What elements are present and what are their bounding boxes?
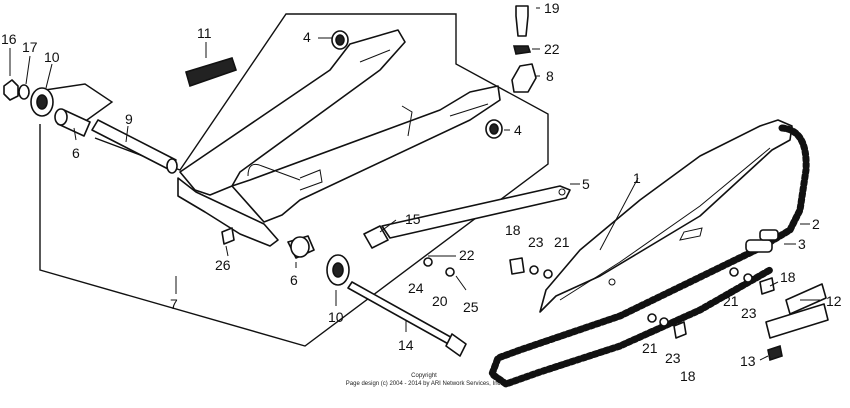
washer-17 [18,84,30,100]
torque-link-5 [381,185,571,239]
swingarm [177,29,501,247]
callout-23-right: 23 [741,305,757,321]
bolt-18-right [759,277,775,295]
callout-1: 1 [633,170,641,186]
callout-9: 9 [125,111,133,127]
callout-2: 2 [812,216,820,232]
bolt-18-mid [509,257,525,275]
callout-21-mid: 21 [554,234,570,250]
bolt-19 [515,5,529,37]
decal-12 [785,283,827,315]
callout-10-top: 10 [44,49,60,65]
callout-5: 5 [582,176,590,192]
pivot-group-outline [44,83,114,126]
decal-11 [185,57,238,88]
callout-20: 20 [432,293,448,309]
callout-15: 15 [405,211,421,227]
washer-23-mid [529,265,539,275]
washer-23-low [659,317,669,327]
washer-23-right [743,273,753,283]
callout-18-right: 18 [780,269,796,285]
decal-12b [765,303,829,339]
grease-fitting-26 [221,227,235,245]
spacer-10 [326,254,350,286]
callout-14: 14 [398,337,414,353]
washer-24 [423,257,433,267]
callout-10-low: 10 [328,309,344,325]
callout-12: 12 [826,293,842,309]
callout-22-top: 22 [544,41,560,57]
callout-22-mid: 22 [459,247,475,263]
washer-21-mid [543,269,553,279]
axle-14 [347,281,467,357]
decal-13 [767,344,783,362]
pivot-collar [54,108,91,137]
callout-11: 11 [197,25,212,41]
callout-19: 19 [544,0,560,16]
swingarm-group-outline [39,13,549,347]
callout-7: 7 [170,296,178,312]
drive-chain-2 [487,124,810,388]
nut-22-top [512,45,532,55]
bushing-right [485,119,503,139]
callout-21-right: 21 [723,293,739,309]
callout-6-mid: 6 [290,272,298,288]
callout-17: 17 [22,39,38,55]
callout-18-low: 18 [680,368,696,384]
callout-26: 26 [215,257,231,273]
callout-13: 13 [740,353,756,369]
washer-20 [445,267,455,277]
callout-3: 3 [798,236,806,252]
callout-21-low: 21 [642,340,658,356]
callout-18-mid: 18 [505,222,521,238]
callout-23-mid: 23 [528,234,544,250]
cap-8 [511,63,537,93]
bushing-lower [287,235,315,259]
pin-25 [455,275,467,291]
bolt-18-low [673,321,687,339]
copyright-line-1: Copyright [411,373,437,379]
callout-4-right: 4 [514,122,522,138]
chain-case-1 [539,119,793,313]
callout-25: 25 [463,299,479,315]
washer-21-low [647,313,657,323]
pivot-seal [30,87,54,117]
nut-16 [3,79,19,101]
callout-16: 16 [1,31,17,47]
copyright-line-2: Page design (c) 2004 - 2014 by ARI Netwo… [346,381,503,387]
callout-6-left: 6 [72,145,80,161]
callout-8: 8 [546,68,554,84]
pivot-shaft [91,119,178,174]
washer-21-right [729,267,739,277]
callout-23-low: 23 [665,350,681,366]
callout-24: 24 [408,280,424,296]
callout-labels: 16 17 10 6 9 11 4 4 19 22 8 5 1 2 3 15 2… [1,0,842,384]
callout-4-top: 4 [303,29,311,45]
clip-15 [363,225,389,249]
leader-lines [9,7,820,361]
chain-joint-3 [745,229,779,253]
bushing-upper [331,30,349,50]
